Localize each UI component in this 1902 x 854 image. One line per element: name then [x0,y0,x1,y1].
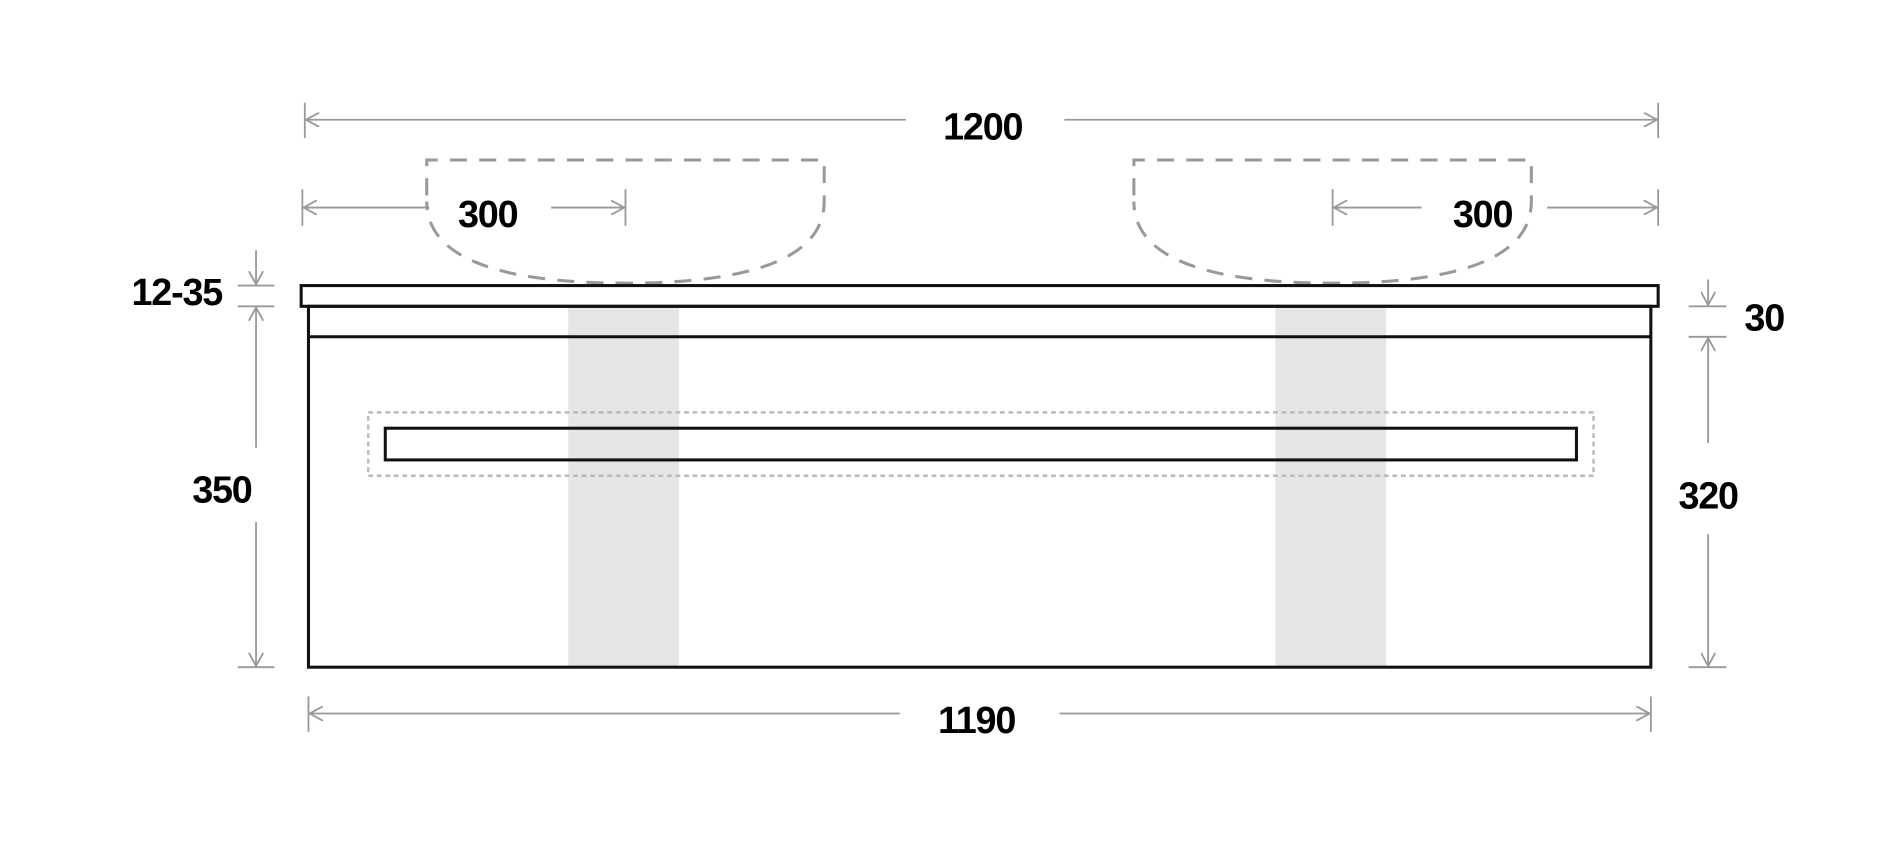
label-overall-width: 1200 [943,106,1022,148]
dimension-right-heights: 30 320 [1678,279,1785,669]
countertop [299,284,1660,308]
basin-left-outline [425,158,826,285]
handle-recess-outline [366,411,1595,477]
dimension-basin-left: 300 [301,189,627,236]
cabinet-body [306,304,1653,669]
dimension-cabinet-width: 1190 [307,696,1652,742]
label-drawer-gap: 30 [1744,298,1784,340]
dimension-overall-width: 1200 [303,102,1660,148]
label-basin-right: 300 [1453,194,1513,236]
drawer-handle [383,426,1578,462]
shaded-band-right [1275,306,1387,668]
label-drawer-height: 320 [1678,476,1738,518]
shaded-band-left [568,306,680,668]
label-top-thickness: 12-35 [132,272,223,314]
label-basin-left: 300 [458,194,518,236]
label-overall-height: 350 [192,470,252,512]
label-cabinet-width: 1190 [938,700,1015,742]
dimension-basin-right: 300 [1331,189,1660,236]
basin-right-outline [1132,158,1533,285]
dimension-left-heights: 12-35 350 [132,250,275,669]
